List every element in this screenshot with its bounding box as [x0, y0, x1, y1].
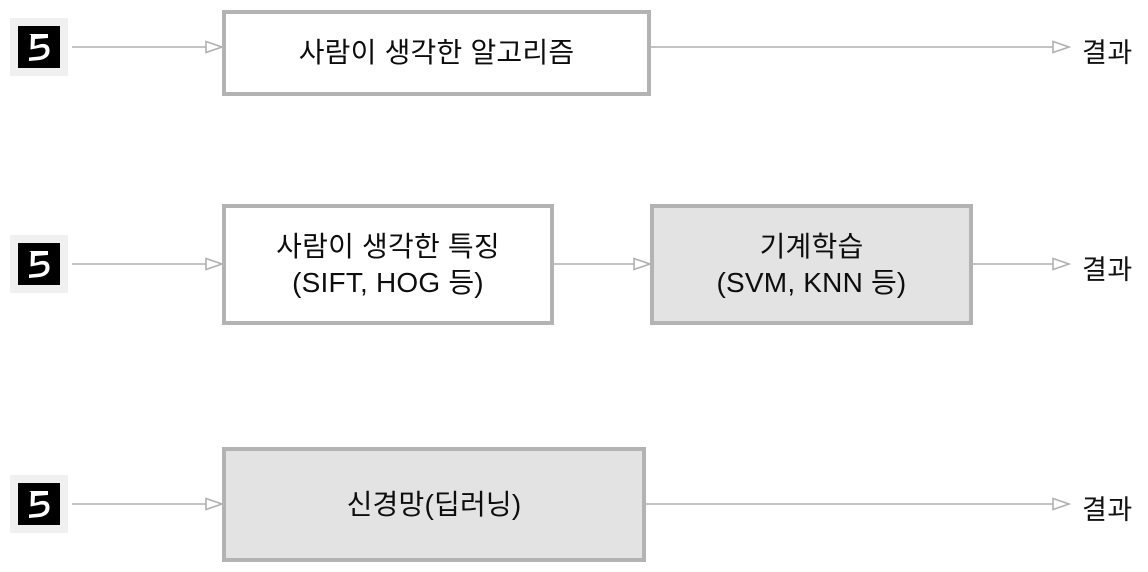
- output-label-row1: 결과: [1082, 38, 1133, 68]
- stage-neural-network[interactable]: 신경망(딥러닝): [222, 447, 646, 562]
- arrow-row3-stage1-to-output: [646, 497, 1072, 511]
- stage-human-algorithm[interactable]: 사람이 생각한 알고리즘: [222, 10, 651, 96]
- arrow-row2-stage2-to-output: [973, 257, 1072, 271]
- stage-human-features[interactable]: 사람이 생각한 특징 (SIFT, HOG 등): [222, 204, 554, 325]
- mnist-digit-5-icon: [18, 483, 60, 525]
- output-label-row3: 결과: [1082, 495, 1133, 525]
- output-label-row2: 결과: [1082, 255, 1133, 285]
- input-image-row1: [10, 18, 68, 76]
- stage-machine-learning[interactable]: 기계학습 (SVM, KNN 등): [650, 204, 973, 325]
- arrow-row1-stage1-to-output: [651, 40, 1072, 54]
- input-image-row2: [10, 235, 68, 293]
- arrow-row2-input-to-stage1: [72, 257, 225, 271]
- mnist-digit-5-icon: [18, 26, 60, 68]
- arrow-row2-stage1-to-stage2: [554, 257, 653, 271]
- mnist-digit-5-icon: [18, 243, 60, 285]
- input-image-row3: [10, 475, 68, 533]
- arrow-row3-input-to-stage1: [72, 497, 225, 511]
- arrow-row1-input-to-stage1: [72, 40, 225, 54]
